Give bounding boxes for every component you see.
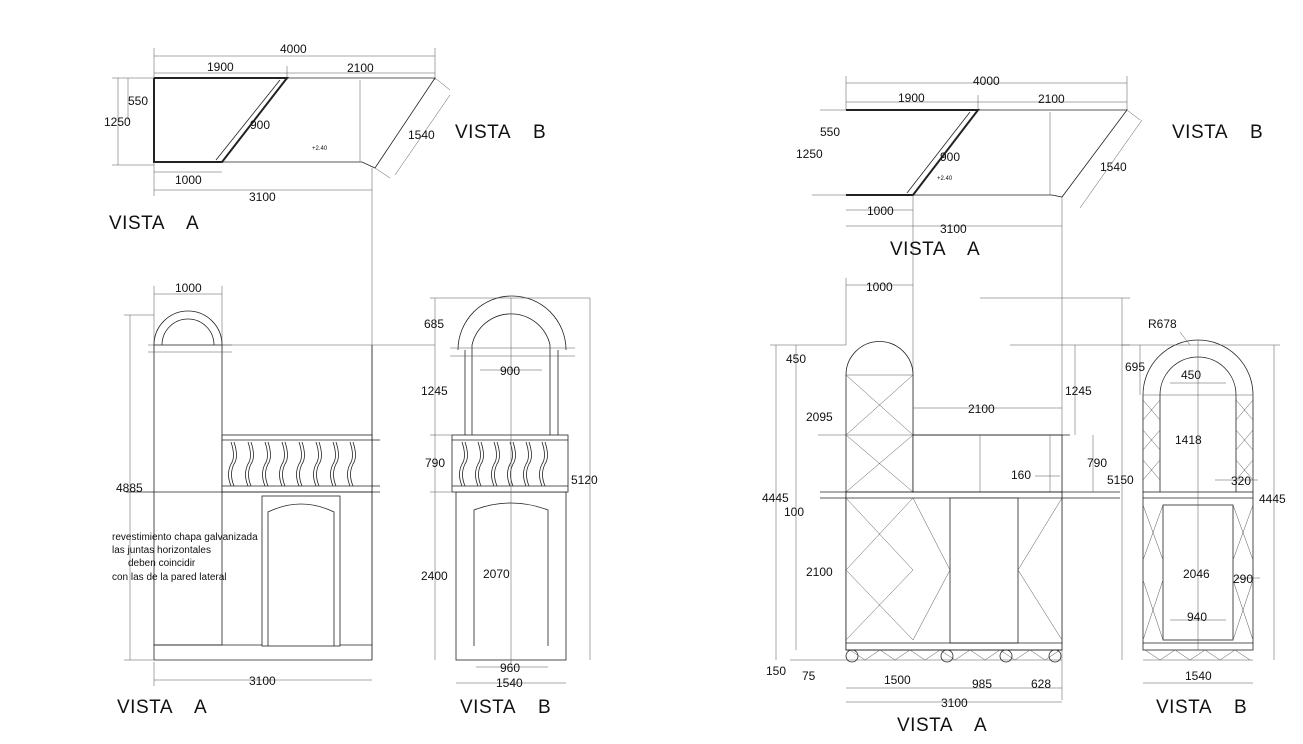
vista-a-label: VISTA A (109, 213, 199, 234)
dim-4445: 4445 (762, 491, 789, 505)
dim-2100-horizontal: 2100 (968, 402, 995, 416)
dim-450: 450 (1181, 368, 1201, 382)
dim-a: 1900 (898, 91, 925, 105)
vista-b-label: VISTA B (1172, 122, 1263, 143)
dim-d: 3100 (249, 190, 276, 204)
dim-diag: 900 (940, 150, 960, 164)
dim-1000: 1000 (866, 280, 893, 294)
vista-a-label: VISTA A (890, 239, 980, 260)
right-plan: 4000 1900 2100 550 1250 900 1540 1000 31… (796, 74, 1263, 700)
dim-790: 790 (425, 456, 445, 470)
right-elevation-a: 1000 450 2095 4445 100 2100 150 75 2100 … (762, 278, 1134, 736)
dim-width-3100: 3100 (249, 674, 276, 688)
dim-height-4885: 4885 (116, 481, 143, 495)
dim-1500: 1500 (884, 673, 911, 687)
dim-160: 160 (1011, 468, 1031, 482)
dim-320: 320 (1231, 474, 1251, 488)
dim-290: 290 (1233, 572, 1253, 586)
dim-c: 1000 (175, 173, 202, 187)
dim-d: 3100 (940, 222, 967, 236)
dim-total: 4000 (973, 74, 1000, 88)
vista-a-elev-label: VISTA A (897, 715, 987, 736)
dim-1540: 1540 (496, 676, 523, 690)
dim-radius: R678 (1148, 317, 1177, 331)
dim-h2: 1250 (104, 115, 131, 129)
vista-a-elev-label: VISTA A (117, 697, 207, 718)
note-line-3: deben coincidir (128, 558, 196, 569)
dim-695: 695 (1125, 360, 1145, 374)
dim-1245: 1245 (1065, 384, 1092, 398)
left-elevation-b: 685 900 1245 790 2400 2070 5120 960 1540… (421, 295, 598, 718)
dim-2400: 2400 (421, 569, 448, 583)
dim-2046: 2046 (1183, 567, 1210, 581)
vista-b-elev-label: VISTA B (460, 697, 551, 718)
dim-960: 960 (500, 661, 520, 675)
dim-940: 940 (1187, 610, 1207, 624)
dim-4445: 4445 (1259, 492, 1286, 506)
level-mark: +2.40 (312, 146, 328, 152)
dim-1540: 1540 (1185, 669, 1212, 683)
dim-3100: 3100 (941, 696, 968, 710)
dim-1245: 1245 (421, 384, 448, 398)
dim-h2: 1250 (796, 147, 823, 161)
dim-150: 150 (766, 664, 786, 678)
note-line-2: las juntas horizontales (112, 545, 211, 556)
right-elevation-b: R678 695 450 1418 320 4445 2046 290 940 … (1122, 317, 1286, 718)
dim-total: 4000 (280, 42, 307, 56)
dim-685: 685 (424, 317, 444, 331)
dim-2070: 2070 (483, 567, 510, 581)
dim-790: 790 (1087, 456, 1107, 470)
dim-100: 100 (784, 505, 804, 519)
dim-2100-vertical: 2100 (806, 565, 833, 579)
dim-900: 900 (500, 364, 520, 378)
dim-top-1000: 1000 (175, 281, 202, 295)
level-mark: +2.40 (937, 176, 953, 182)
dim-75: 75 (802, 669, 816, 683)
dim-450: 450 (786, 352, 806, 366)
dim-1418: 1418 (1175, 433, 1202, 447)
dim-b: 2100 (1038, 92, 1065, 106)
vista-b-elev-label: VISTA B (1156, 697, 1247, 718)
vista-b-label: VISTA B (455, 122, 546, 143)
dim-2095: 2095 (806, 410, 833, 424)
note-line-4: con las de la pared lateral (112, 572, 227, 583)
dim-c: 1000 (867, 204, 894, 218)
dim-5120: 5120 (571, 473, 598, 487)
dim-side: 1540 (408, 128, 435, 142)
left-elevation-a: 1000 4885 3100 revestimiento chapa galva… (112, 281, 435, 718)
dim-b: 2100 (347, 61, 374, 75)
dim-628: 628 (1031, 677, 1051, 691)
dim-h1: 550 (128, 94, 148, 108)
dim-5150: 5150 (1107, 473, 1134, 487)
dim-h1: 550 (820, 125, 840, 139)
left-plan: 4000 1900 2100 550 1250 900 1540 1000 31… (104, 42, 546, 660)
dim-985: 985 (972, 677, 992, 691)
note-line-1: revestimiento chapa galvanizada (112, 532, 258, 543)
dim-side: 1540 (1100, 160, 1127, 174)
dim-diag: 900 (250, 118, 270, 132)
dim-a: 1900 (207, 60, 234, 74)
